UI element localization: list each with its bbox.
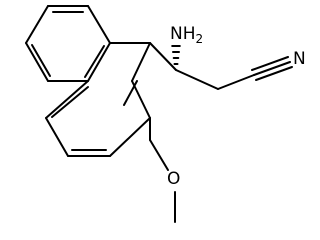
naphthalene-left-ring bbox=[25, 5, 111, 82]
bond bbox=[109, 117, 151, 157]
aminopropanenitrile-chain: NH2 N bbox=[149, 24, 306, 90]
nitrile-triple-bond bbox=[251, 56, 293, 81]
chemical-structure-diagram: O NH2 N bbox=[25, 5, 306, 223]
naphthalene-right-ring bbox=[45, 42, 151, 157]
bond bbox=[217, 74, 255, 90]
bond bbox=[149, 42, 177, 71]
bond bbox=[25, 5, 49, 44]
stereo-hashed-wedge bbox=[171, 45, 181, 65]
double-bond-inner bbox=[51, 86, 89, 118]
double-bond-inner bbox=[123, 80, 138, 106]
double-bond-inner bbox=[31, 44, 51, 77]
amino-group-label: NH2 bbox=[170, 24, 203, 46]
bond bbox=[87, 5, 111, 44]
bond bbox=[175, 69, 219, 90]
bond bbox=[45, 80, 89, 119]
bond bbox=[131, 80, 151, 119]
bond bbox=[251, 56, 289, 71]
bond bbox=[149, 139, 169, 171]
bond bbox=[255, 66, 293, 81]
nitrile-nitrogen-label: N bbox=[293, 49, 306, 69]
double-bond-inner bbox=[84, 45, 105, 78]
bond bbox=[131, 42, 151, 82]
bond bbox=[253, 61, 291, 76]
methoxy-group: O bbox=[149, 117, 180, 223]
methoxy-oxygen-label: O bbox=[167, 169, 180, 189]
bond bbox=[87, 42, 111, 82]
bond bbox=[45, 117, 69, 157]
bond bbox=[25, 42, 49, 82]
